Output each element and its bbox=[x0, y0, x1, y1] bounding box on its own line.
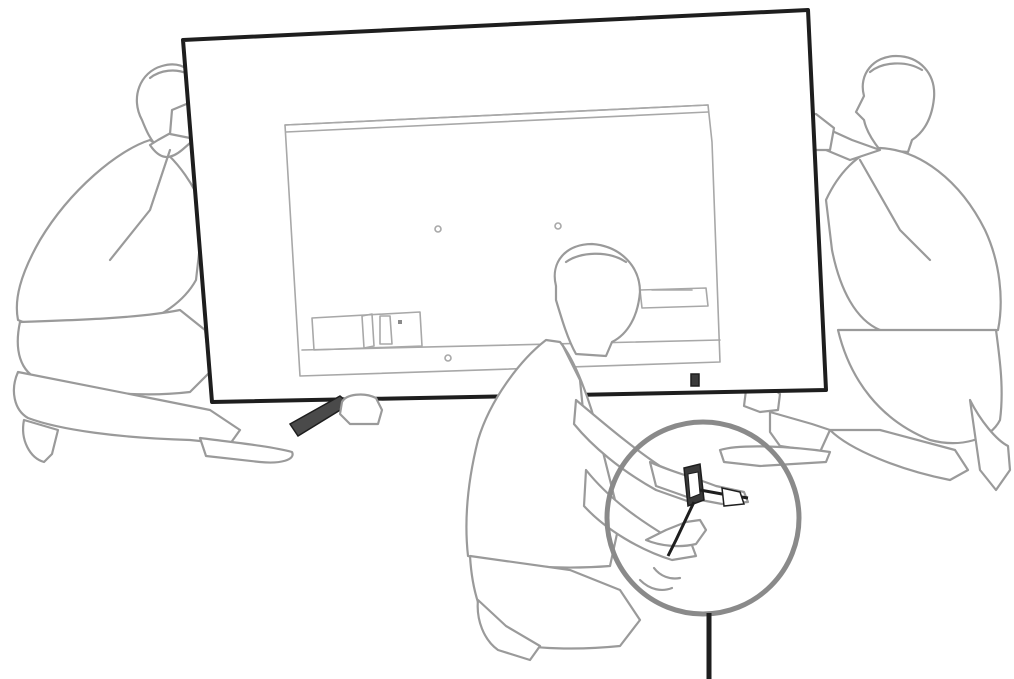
tv-back-panel bbox=[183, 10, 826, 402]
